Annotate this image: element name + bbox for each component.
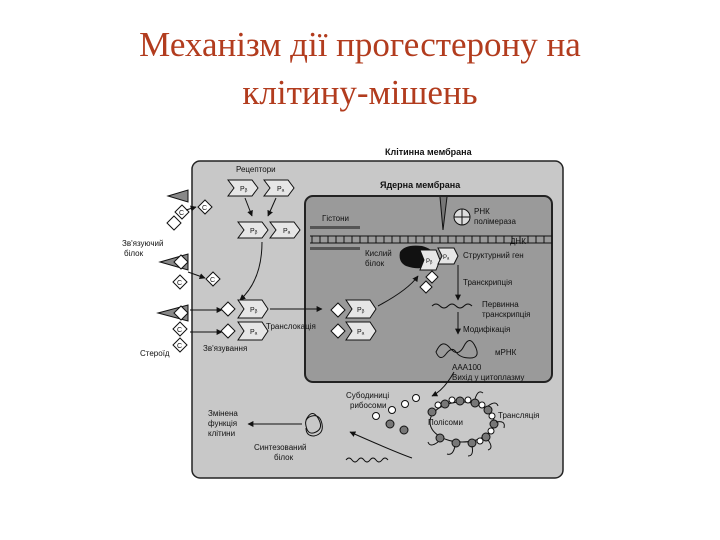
- aaa-label: ААА100: [452, 363, 482, 372]
- receptors-label: Рецептори: [236, 165, 276, 174]
- steroid-symbol-1: C: [179, 210, 184, 217]
- nascent-peptides: [427, 391, 505, 457]
- arrow-to-chromatin: [377, 275, 419, 307]
- binding-label: Зв'язування: [203, 344, 247, 353]
- exit-cytoplasm-label: Вихід у цитоплазму: [452, 373, 524, 382]
- changed-function-label-2: функція: [208, 419, 237, 428]
- steroid-complex-middle: C C: [158, 253, 221, 290]
- histone-bar-bottom: [310, 247, 360, 250]
- histones-label: Гістони: [322, 214, 349, 223]
- steroid-symbol-2: C: [202, 205, 207, 212]
- steroid-symbol-5: C: [177, 327, 182, 334]
- translation-label: Трансляція: [498, 411, 539, 420]
- dna-helix: [310, 235, 552, 244]
- membrane-pore: [439, 196, 448, 231]
- steroid-symbol-6: C: [177, 343, 182, 350]
- polysome-ring: [427, 396, 499, 448]
- nuclear-membrane-label: Ядерна мембрана: [380, 180, 461, 190]
- slide-title-line-2: клітину-мішень: [242, 73, 478, 112]
- translocation-label: Транслокація: [266, 322, 316, 331]
- slide-title-line-1: Механізм дії прогестерону на: [139, 25, 581, 64]
- binding-protein-label-1: Зв'язуючий: [122, 239, 163, 248]
- synthesized-protein-label-2: білок: [274, 453, 294, 462]
- acidic-protein-label-1: Кислий: [365, 249, 392, 258]
- receptor-label-8: Pₐ: [357, 329, 365, 336]
- receptor-label-10: Pₐ: [443, 255, 450, 261]
- changed-function-label-1: Змінена: [208, 409, 238, 418]
- primary-transcription-label-2: транскрипція: [482, 310, 530, 319]
- acidic-protein-label-2: білок: [365, 259, 385, 268]
- primary-transcription-label-1: Первинна: [482, 300, 519, 309]
- receptor-pair-second: Pᵦ Pₐ: [237, 221, 301, 239]
- arrow-receptor-2: [267, 197, 277, 217]
- receptor-label-7: Pᵦ: [357, 307, 365, 314]
- free-ribosome-subunits: [372, 394, 420, 435]
- mrna-tangle: [435, 340, 478, 359]
- receptor-label-1: Pᵦ: [240, 186, 248, 193]
- polysomes-label: Полісоми: [428, 418, 463, 427]
- synthesized-protein-label-1: Синтезований: [254, 443, 307, 452]
- structural-gene-label: Структурний ген: [463, 251, 524, 260]
- arrow-to-binding: [239, 241, 263, 301]
- dna-bound-receptor: Pᵦ Pₐ: [419, 247, 459, 294]
- receptor-label-4: Pₐ: [283, 228, 291, 235]
- receptor-label-6: Pₐ: [250, 329, 258, 336]
- steroid-complex-bottom: C C: [156, 304, 189, 353]
- arrow-to-protein: [349, 431, 413, 459]
- receptor-label-5: Pᵦ: [250, 307, 258, 314]
- dna-label: ДНК: [510, 237, 526, 246]
- changed-function-label-3: клітини: [208, 429, 235, 438]
- receptor-label-2: Pₐ: [277, 186, 285, 193]
- cell-membrane-label: Клітинна мембрана: [385, 147, 473, 157]
- receptor-label-9: Pᵦ: [426, 259, 433, 265]
- arrow-receptor-1: [244, 197, 253, 217]
- steroid-label: Стероїд: [140, 349, 170, 358]
- histone-bar-top: [310, 226, 360, 229]
- mrna-label: мРНК: [495, 348, 517, 357]
- receptor-label-3: Pᵦ: [250, 228, 258, 235]
- primary-transcript-rna: [431, 303, 473, 309]
- rna-polymerase-label-1: РНК: [474, 207, 490, 216]
- synthesized-protein-chain: [345, 457, 389, 463]
- binding-protein-label-2: білок: [124, 249, 144, 258]
- receptor-pair-top: Pᵦ Pₐ: [227, 179, 295, 197]
- rna-polymerase: [453, 208, 471, 226]
- folded-protein: [305, 413, 323, 437]
- nuclear-receptor-complex: Pᵦ Pₐ: [330, 299, 377, 341]
- arrow-exit: [431, 371, 455, 397]
- steroid-complex-top: C C: [166, 189, 213, 231]
- modification-label: Модифікація: [463, 325, 510, 334]
- transcription-label: Транскрипція: [463, 278, 512, 287]
- rna-polymerase-label-2: полімераза: [474, 217, 516, 226]
- arrow-top-complex: [185, 205, 197, 212]
- ribosome-subunits-label-1: Субодиниці: [346, 391, 389, 400]
- arrow-middle-complex: [187, 271, 206, 280]
- hormone-receptor-complex: Pᵦ Pₐ: [220, 299, 269, 341]
- ribosome-subunits-label-2: рибосоми: [350, 401, 386, 410]
- steroid-symbol-3: C: [177, 280, 182, 287]
- steroid-symbol-4: C: [210, 277, 215, 284]
